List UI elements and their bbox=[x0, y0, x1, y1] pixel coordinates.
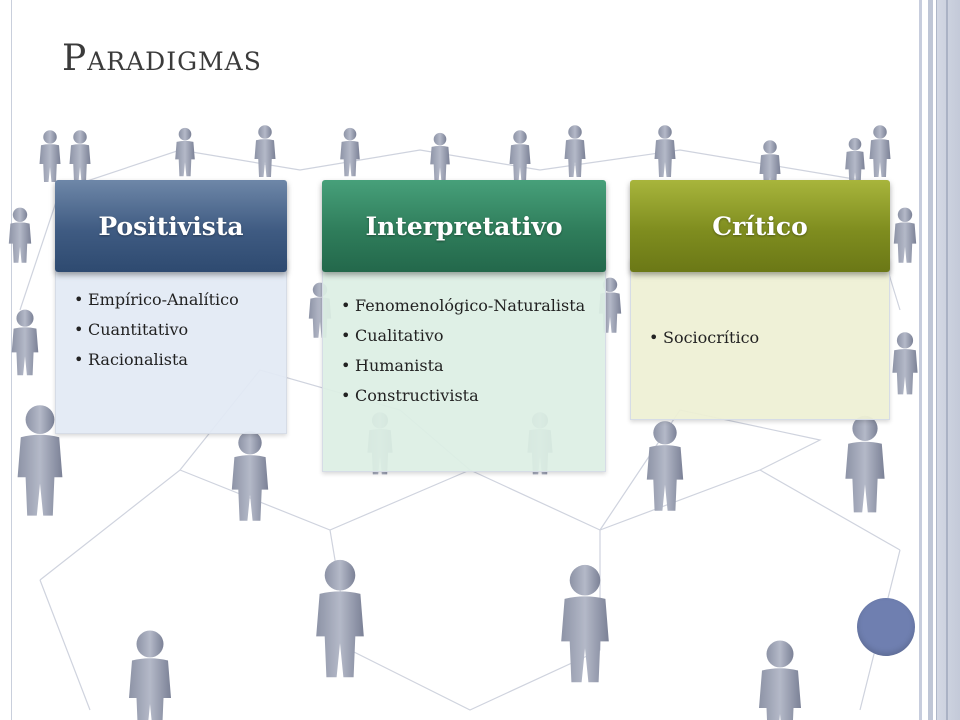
frame-bar bbox=[928, 0, 933, 720]
paradigm-list: Empírico-Analítico Cuantitativo Racional… bbox=[74, 289, 276, 370]
frame-bar bbox=[946, 0, 948, 720]
accent-circle bbox=[857, 598, 915, 656]
list-item: Fenomenológico-Naturalista bbox=[341, 295, 595, 316]
paradigm-heading: Interpretativo bbox=[322, 180, 606, 272]
paradigm-body: Fenomenológico-Naturalista Cualitativo H… bbox=[322, 258, 606, 472]
list-item: Empírico-Analítico bbox=[74, 289, 276, 310]
paradigm-heading: Positivista bbox=[55, 180, 287, 272]
paradigm-body: Empírico-Analítico Cuantitativo Racional… bbox=[55, 258, 287, 434]
paradigm-list: Fenomenológico-Naturalista Cualitativo H… bbox=[341, 295, 595, 406]
list-item: Cuantitativo bbox=[74, 319, 276, 340]
paradigm-body: Sociocrítico bbox=[630, 258, 890, 420]
list-item: Racionalista bbox=[74, 349, 276, 370]
frame-bar bbox=[919, 0, 922, 720]
page-title: Paradigmas bbox=[62, 38, 262, 79]
list-item: Cualitativo bbox=[341, 325, 595, 346]
paradigm-list: Sociocrítico bbox=[649, 327, 879, 348]
list-item: Humanista bbox=[341, 355, 595, 376]
list-item: Sociocrítico bbox=[649, 327, 879, 348]
list-item: Constructivista bbox=[341, 385, 595, 406]
paradigm-heading: Crítico bbox=[630, 180, 890, 272]
frame-bar bbox=[936, 0, 960, 720]
